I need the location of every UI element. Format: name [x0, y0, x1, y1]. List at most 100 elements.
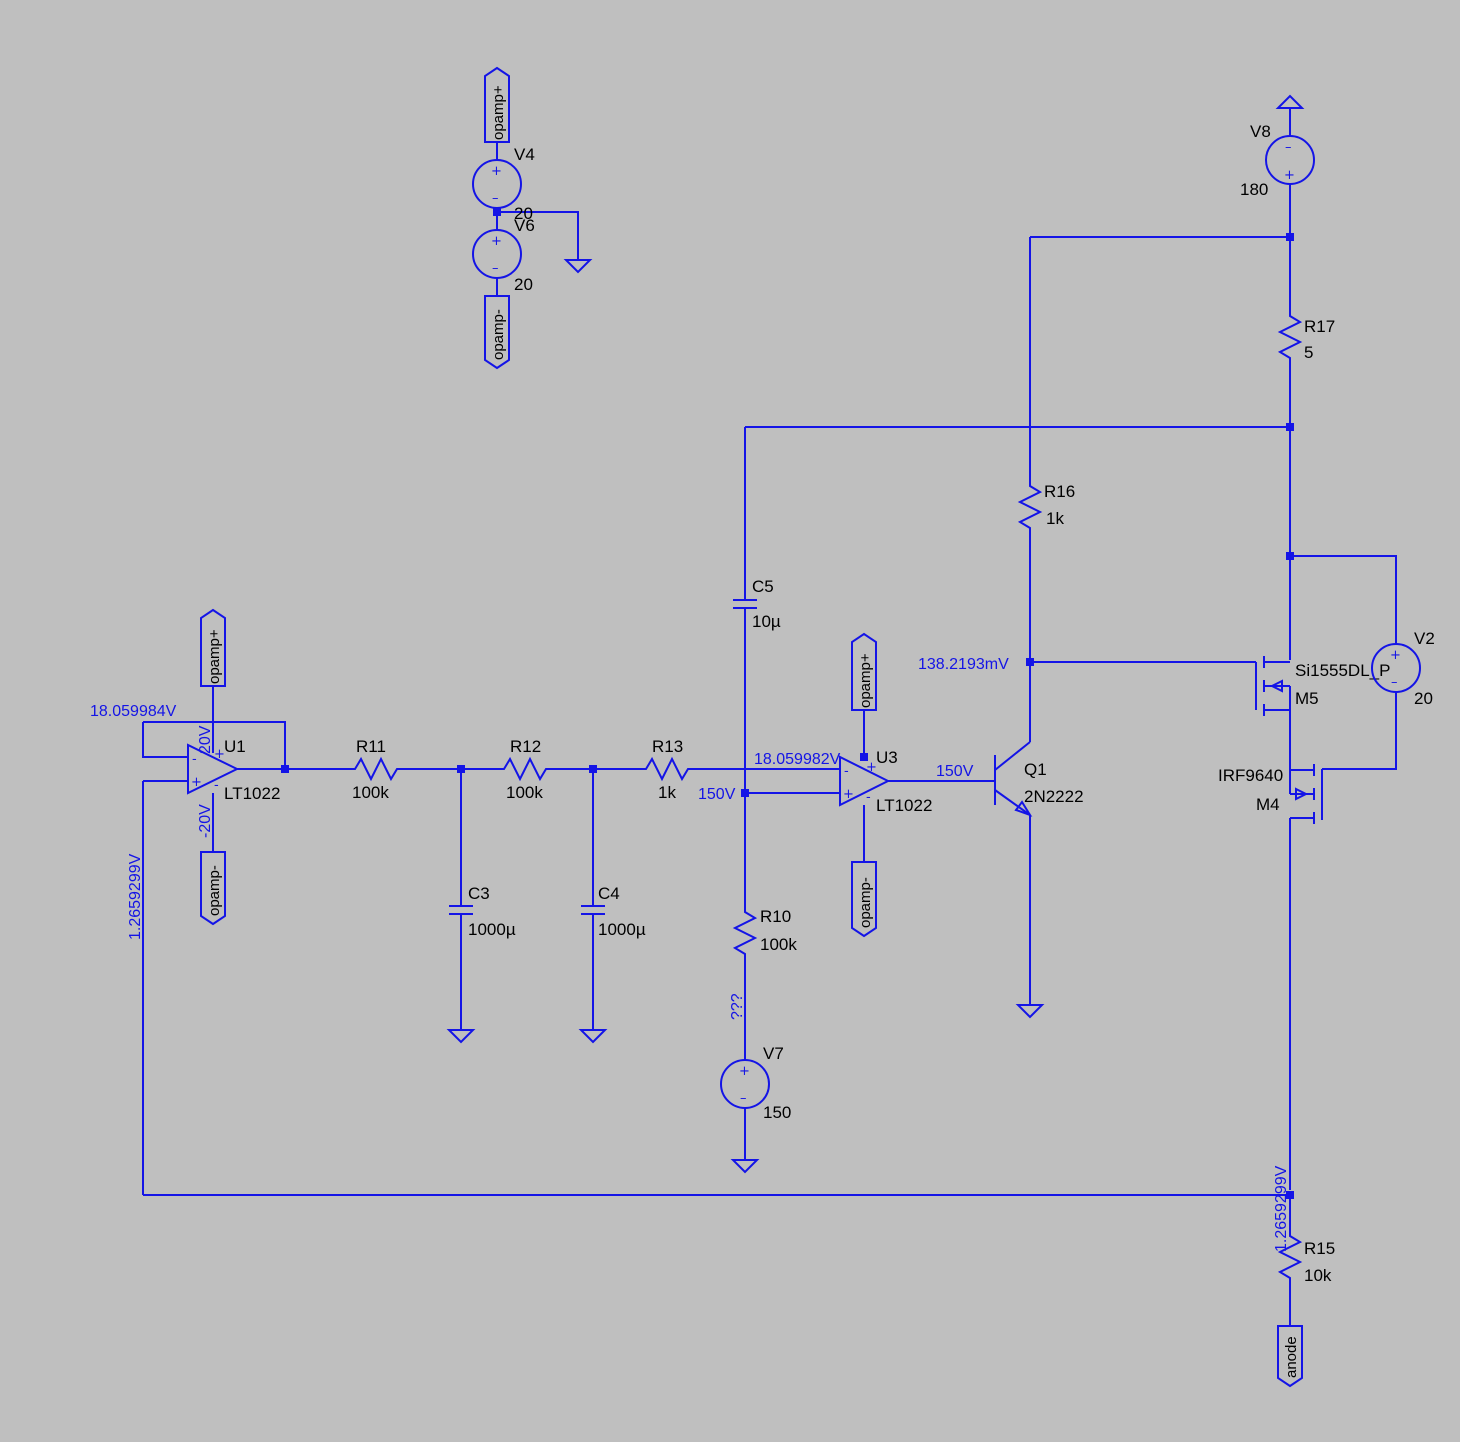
svg-text:opamp+: opamp+ [857, 653, 874, 708]
u1-name: U1 [224, 737, 246, 756]
opamp-u1[interactable]: - + + - U1 LT1022 [187, 737, 280, 803]
r13-value: 1k [658, 783, 676, 802]
r11-name: R11 [356, 737, 386, 756]
svg-text:-: - [192, 752, 197, 767]
r13-name: R13 [652, 737, 683, 756]
resistor-r11[interactable]: R11 100k [345, 737, 461, 802]
c5-name: C5 [752, 577, 774, 596]
q1-model: 2N2222 [1024, 787, 1084, 806]
r12-value: 100k [506, 783, 543, 802]
net-label-opamp-minus-u3[interactable]: opamp- [851, 861, 877, 938]
net-label-opamp-minus-u1[interactable]: opamp- [200, 851, 226, 926]
svg-text:–: – [1391, 675, 1398, 690]
v4-name: V4 [514, 145, 535, 164]
voltage-source-v2[interactable]: + – V2 20 [1371, 629, 1435, 708]
u3-name: U3 [876, 748, 898, 767]
svg-text:anode: anode [1283, 1336, 1300, 1378]
svg-text:–: – [740, 1091, 747, 1106]
svg-text:opamp-: opamp- [857, 877, 874, 928]
u1-model: LT1022 [224, 784, 280, 803]
svg-text:+: + [1284, 168, 1295, 183]
c3-value: 1000µ [468, 920, 516, 939]
ground-top-right [1275, 94, 1305, 136]
ground-c3 [446, 1029, 476, 1044]
net-label-opamp-plus-u1[interactable]: opamp+ [200, 608, 226, 687]
voltage-u3-inv: 18.059982V [754, 751, 841, 768]
c5-value: 10µ [752, 612, 781, 631]
voltage-source-v4[interactable]: + – V4 20 [472, 145, 535, 223]
ground-v7 [730, 1159, 760, 1174]
ground-c4 [578, 1029, 608, 1044]
voltage-source-v6[interactable]: + – V6 20 [472, 216, 535, 294]
svg-text:+: + [1390, 648, 1401, 663]
ground-q1 [1015, 1004, 1045, 1019]
r16-value: 1k [1046, 509, 1064, 528]
svg-text:+: + [214, 747, 225, 762]
voltage-r10-bottom: ??? [729, 993, 746, 1020]
resistor-r16[interactable]: R16 1k [1017, 478, 1075, 540]
svg-text:-: - [844, 764, 849, 779]
svg-text:–: – [1285, 140, 1292, 155]
resistor-r15[interactable]: R15 10k [1277, 1195, 1335, 1326]
svg-text:+: + [739, 1064, 750, 1079]
mosfet-m5[interactable]: Si1555DL_P M5 [1255, 656, 1390, 770]
resistor-r17[interactable]: R17 5 [1277, 306, 1335, 370]
wire-feedback [142, 780, 1290, 1196]
net-label-opamp-plus-u3[interactable]: opamp+ [851, 632, 877, 711]
net-label-opamp-plus-top[interactable]: opamp+ [484, 66, 510, 143]
capacitor-c4[interactable]: C4 1000µ [581, 769, 646, 1030]
svg-text:opamp+: opamp+ [206, 629, 223, 684]
svg-text:-: - [866, 790, 871, 805]
voltage-feedback: 1.2659299V [127, 853, 144, 940]
m5-model: Si1555DL_P [1295, 661, 1390, 680]
v2-value: 20 [1414, 689, 1433, 708]
m5-name: M5 [1295, 689, 1319, 708]
r17-name: R17 [1304, 317, 1335, 336]
voltage-anode-node: 1.2659299V [1273, 1165, 1290, 1252]
voltage-u3-noninv: 150V [698, 786, 736, 803]
v8-name: V8 [1250, 122, 1271, 141]
svg-text:opamp-: opamp- [206, 865, 223, 916]
v4-value: 20 [514, 204, 533, 223]
voltage-u1-out: 18.059984V [90, 703, 177, 720]
svg-text:-: - [214, 778, 219, 793]
voltage-u1-vneg: -20V [197, 804, 214, 838]
r12-name: R12 [510, 737, 541, 756]
v8-value: 180 [1240, 180, 1268, 199]
v7-name: V7 [763, 1044, 784, 1063]
v6-value: 20 [514, 275, 533, 294]
r15-name: R15 [1304, 1239, 1335, 1258]
q1-name: Q1 [1024, 760, 1047, 779]
r16-name: R16 [1044, 482, 1075, 501]
transistor-q1[interactable]: Q1 2N2222 [994, 741, 1084, 1005]
net-label-opamp-minus-top[interactable]: opamp- [484, 295, 510, 370]
voltage-source-v7[interactable]: + – V7 150 [720, 1044, 791, 1122]
m4-model: IRF9640 [1218, 766, 1283, 785]
wire-v8-r17 [1029, 184, 1291, 478]
resistor-r12[interactable]: R12 100k [461, 737, 593, 802]
svg-text:+: + [843, 787, 854, 802]
svg-text:–: – [492, 191, 499, 206]
mosfet-m4[interactable]: IRF9640 M4 [1218, 764, 1323, 1190]
resistor-r10[interactable]: R10 100k [732, 906, 797, 1060]
voltage-source-v8[interactable]: – + V8 180 [1240, 122, 1315, 199]
svg-text:+: + [866, 760, 877, 775]
opamp-u3[interactable]: - + + - U3 LT1022 [839, 748, 932, 815]
opamp-supply [493, 142, 593, 296]
capacitor-c3[interactable]: C3 1000µ [449, 769, 516, 1030]
u3-model: LT1022 [876, 796, 932, 815]
m4-name: M4 [1256, 795, 1280, 814]
voltage-u3-out: 150V [936, 763, 974, 780]
v6-name: V6 [514, 216, 535, 235]
net-label-anode[interactable]: anode [1277, 1325, 1303, 1388]
svg-text:+: + [191, 775, 202, 790]
r10-value: 100k [760, 935, 797, 954]
voltage-u1-vpos: 20V [197, 725, 214, 754]
voltage-q1-collector: 138.2193mV [918, 656, 1009, 673]
r17-value: 5 [1304, 343, 1313, 362]
svg-text:–: – [492, 261, 499, 276]
r11-value: 100k [352, 783, 389, 802]
capacitor-c5[interactable]: C5 10µ [733, 427, 781, 906]
resistor-r13[interactable]: R13 1k [593, 737, 840, 802]
